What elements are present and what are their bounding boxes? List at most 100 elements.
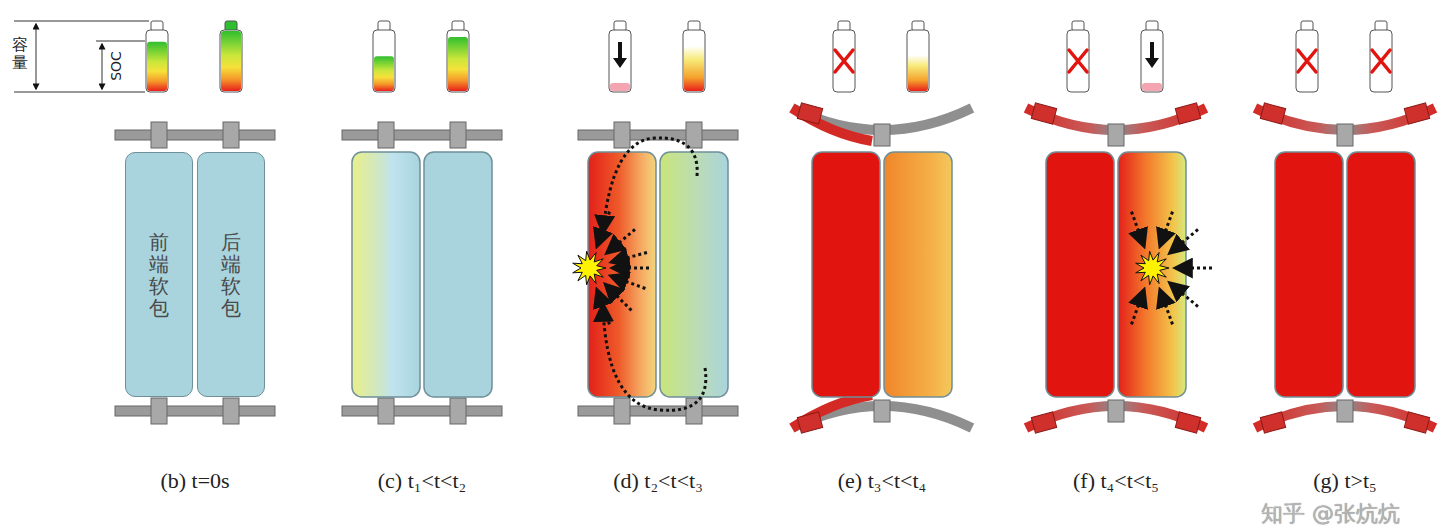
terminal-bolt: [223, 122, 239, 148]
heat-flow-arrow: [1131, 291, 1143, 325]
terminal-bolt: [1108, 400, 1124, 422]
terminal-bolt: [378, 122, 394, 148]
battery-body: [1370, 30, 1392, 92]
bus-bar: [578, 406, 738, 416]
rear-pouch-cell: [660, 152, 728, 397]
battery-body: [907, 30, 929, 92]
battery-body: [1067, 30, 1089, 92]
terminal-bolt: [614, 122, 630, 148]
terminal-bolt: [686, 398, 702, 424]
hot-bolt: [1404, 412, 1429, 433]
bus-bar: [115, 406, 275, 416]
bracket-line: [36, 24, 37, 89]
battery-body: [1296, 30, 1318, 92]
bracket-line: [96, 41, 145, 42]
heat-flow-arrow: [1176, 267, 1212, 270]
stage-caption: (g) t>t₅: [1313, 468, 1376, 494]
heat-flow-arrow: [606, 285, 631, 310]
soc-fill: [221, 31, 241, 91]
watermark: 知乎 @张炕炕: [1261, 499, 1400, 529]
front-pouch-cell: 前端软包: [125, 152, 193, 397]
heat-flow-arrow: [612, 252, 647, 261]
ignition-spark: [1136, 251, 1169, 285]
soc-fill: [908, 55, 928, 91]
terminal-bolt: [1108, 124, 1124, 146]
front-pouch-cell: [352, 152, 420, 397]
stage-caption: (b) t=0s: [160, 468, 229, 494]
stage-panel: [342, 21, 502, 424]
heat-flow-arrow: [613, 267, 649, 270]
rear-pouch-cell: [884, 152, 952, 397]
terminal-bolt: [1337, 400, 1353, 422]
stage-panel: [573, 21, 738, 424]
failed-mark: [1372, 50, 1390, 72]
soc-fill: [1142, 83, 1162, 91]
front-pouch-cell: [1275, 152, 1343, 397]
front-pouch-cell: [1046, 152, 1114, 397]
stage-panel: [792, 21, 972, 433]
stage-panel: [1255, 21, 1435, 433]
stage-panel: [1026, 21, 1212, 433]
stage-caption: (d) t₂<t<t₃: [613, 468, 703, 494]
heat-flow-arrow: [1160, 212, 1172, 246]
hot-bolt: [1175, 412, 1200, 433]
heat-flow-arrow: [1131, 212, 1143, 246]
battery-body: [1141, 30, 1163, 92]
terminal-bolt: [450, 122, 466, 148]
hot-bolt: [1031, 412, 1056, 433]
stage-caption: (c) t₁<t<t₂: [378, 468, 466, 494]
failed-mark: [835, 50, 853, 72]
hot-bolt: [797, 103, 822, 124]
terminal-bolt: [378, 398, 394, 424]
rear-pouch-cell: [1118, 152, 1186, 397]
hot-bolt: [797, 412, 822, 433]
heat-flow-arrow: [607, 229, 635, 252]
ignition-spark: [573, 251, 606, 285]
bracket-line: [14, 21, 149, 22]
soc-fill: [147, 42, 167, 91]
soc-fill: [374, 56, 394, 91]
terminal-bolt: [874, 124, 890, 146]
heat-flow-arrow: [1170, 229, 1198, 252]
failed-mark: [1069, 50, 1087, 72]
terminal-bolt: [614, 398, 630, 424]
terminal-bolt: [151, 122, 167, 148]
bus-bar: [342, 130, 502, 140]
battery-body: [447, 30, 469, 92]
rear-pouch-cell: [1347, 152, 1415, 397]
battery-body: [220, 30, 242, 92]
battery-body: [833, 30, 855, 92]
bus-bar: [115, 130, 275, 140]
soc-fill: [448, 37, 468, 91]
stage-panel: [115, 21, 275, 424]
terminal-bolt: [223, 398, 239, 424]
rear-pouch-cell: [424, 152, 492, 397]
soc-label: SOC: [108, 51, 124, 81]
discharge-arrow: [613, 42, 627, 68]
battery-body: [609, 30, 631, 92]
battery-body: [146, 30, 168, 92]
terminal-bolt: [450, 398, 466, 424]
terminal-bolt: [686, 122, 702, 148]
cell-label: 前端软包: [149, 231, 169, 319]
heat-flow-arrow: [1160, 291, 1172, 325]
hot-bolt: [1260, 412, 1285, 433]
soc-fill: [684, 46, 704, 91]
hot-bolt: [1031, 103, 1056, 124]
soc-fill: [610, 83, 630, 91]
terminal-bolt: [1337, 124, 1353, 146]
stage-caption: (f) t₄<t<t₅: [1073, 468, 1159, 494]
terminal-bolt: [151, 398, 167, 424]
capacity-label: 容量: [12, 36, 28, 71]
cell-label: 后端软包: [221, 231, 241, 319]
stage-caption: (e) t₃<t<t₄: [838, 468, 926, 494]
battery-body: [683, 30, 705, 92]
heat-flow-arrow: [603, 138, 697, 232]
terminal-bolt: [874, 400, 890, 422]
heat-flow-arrow: [603, 305, 706, 410]
hot-bolt: [1175, 103, 1200, 124]
bracket-line: [102, 44, 103, 89]
hot-bolt: [1260, 103, 1285, 124]
front-pouch-cell: [812, 152, 880, 397]
